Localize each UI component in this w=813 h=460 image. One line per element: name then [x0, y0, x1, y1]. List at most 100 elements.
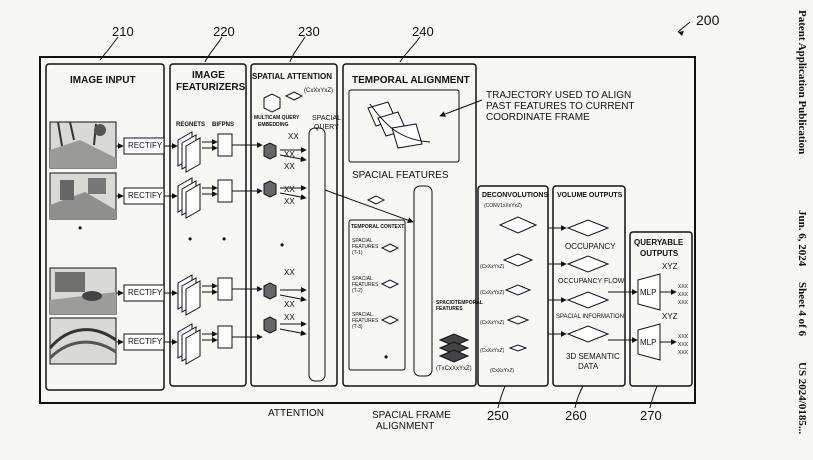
ref-250: 250 [487, 408, 509, 423]
mlp-label-2: MLP [640, 338, 657, 347]
xyz-label-1: XYZ [662, 262, 678, 271]
volume-trays [566, 219, 610, 343]
xxx-label-2: XXX [678, 292, 689, 298]
ref-270: 270 [640, 408, 662, 423]
rectify-label-1: RECTIFY [128, 141, 163, 150]
ref-240: 240 [412, 24, 434, 39]
bifpn-boxes [217, 133, 233, 349]
panel-temporal-alignment [342, 63, 477, 387]
panel-volume-outputs [552, 185, 626, 387]
xxx-label-1: XXX [678, 284, 689, 290]
ref-230: 230 [298, 24, 320, 39]
rectify-label-4: RECTIFY [128, 337, 163, 346]
xx-label-4: XX [284, 185, 295, 194]
title-image-input: IMAGE INPUT [70, 75, 136, 86]
title-queryable-1: QUERYABLE [634, 238, 684, 247]
ellipsis-temporal: • [384, 350, 389, 364]
spacial-frame-caption-1: SPACIAL FRAME [372, 410, 451, 421]
rectify-boxes [123, 137, 165, 351]
trajectory-inset [348, 89, 460, 163]
spacial-feat-t2-label: SPACIAL FEATURES (T-2) [352, 276, 379, 294]
xx-label-8: XX [284, 313, 295, 322]
ellipsis-attention: • [280, 238, 285, 252]
mlp-arrows [660, 289, 677, 345]
temporal-context-label: TEMPORAL CONTEXT [351, 224, 405, 230]
deconv-dims-label-5: (CxXxYxZ) [480, 348, 505, 354]
camera-image-3 [49, 267, 117, 315]
trajectory-pointer [439, 99, 483, 117]
multicam-label-2: EMBEDDING [258, 122, 289, 128]
query-arrows [279, 147, 414, 336]
figure-ref-200: 200 [696, 12, 720, 28]
xxx-label-5: XXX [678, 342, 689, 348]
trajectory-sketch [367, 101, 431, 149]
semantic-label-2: DATA [578, 362, 599, 371]
title-deconvolutions: DECONVOLUTIONS [482, 192, 549, 199]
cxyz-label: (CxXxYxZ) [304, 88, 333, 94]
multicam-label-1: MULTICAM QUERY [254, 115, 300, 121]
spacial-frame-alignment-bar [413, 185, 433, 377]
deconvolution-trays [498, 216, 538, 352]
trajectory-label-2: PAST FEATURES TO CURRENT [486, 101, 635, 112]
spacial-feat-t3-label: SPACIAL FEATURES (T-3) [352, 312, 379, 330]
panel-image-featurizers [169, 63, 247, 387]
patent-type: Patent Application Publication [796, 10, 808, 155]
spatiotemporal-label: SPACIOTEMPORAL FEATURES [436, 300, 483, 312]
mlp-label-1: MLP [640, 288, 657, 297]
spacial-information-label: SPACIAL INFORMATION [556, 314, 624, 320]
xx-label-7: XX [284, 300, 295, 309]
ellipsis-featurizers-2: • [222, 232, 227, 246]
camera-image-1 [49, 121, 117, 169]
rectify-label-3: RECTIFY [128, 288, 163, 297]
txyz-label: (TxCxXxYxZ) [436, 366, 472, 372]
rectify-arrows [116, 143, 178, 345]
xx-label-5: XX [284, 197, 295, 206]
xx-label-3: XX [284, 162, 295, 171]
xxx-label-3: XXX [678, 300, 689, 306]
xx-label-2: XX [284, 150, 295, 159]
title-queryable-2: OUTPUTS [640, 249, 679, 258]
occupancy-label: OCCUPANCY [565, 242, 616, 251]
temporal-cubes [366, 195, 400, 325]
temporal-context-box [348, 219, 406, 371]
trajectory-label-1: TRAJECTORY USED TO ALIGN [486, 90, 632, 101]
outer-frame [39, 56, 696, 404]
title-temporal-alignment: TEMPORAL ALIGNMENT [352, 75, 470, 86]
volume-arrows [548, 225, 638, 343]
title-spatial-attention: SPATIAL ATTENTION [252, 72, 332, 81]
camera-image-2 [49, 172, 117, 220]
panel-queryable-outputs [629, 231, 693, 387]
ref-210: 210 [112, 24, 134, 39]
xxx-label-4: XXX [678, 334, 689, 340]
spatiotemporal-stack [438, 333, 470, 363]
attention-cubes [263, 91, 304, 334]
deconv-dims-label-3: (CxXxYxZ) [480, 290, 505, 296]
panel-spatial-attention [250, 63, 338, 387]
ref-220: 220 [213, 24, 235, 39]
spacial-query-label-1: SPACIAL [312, 115, 342, 122]
deconv-dims-label-6: (CxXxYxZ) [490, 368, 515, 374]
deconv-dims-label: (CONV1xXxYxZ) [484, 203, 522, 209]
deconv-dims-label-4: (CxXxYxZ) [480, 320, 505, 326]
attention-caption: ATTENTION [268, 408, 324, 419]
xyz-label-2: XYZ [662, 312, 678, 321]
trajectory-label-3: COORDINATE FRAME [486, 112, 590, 123]
patent-sheet: Sheet 4 of 6 [796, 282, 808, 337]
xx-label-6: XX [284, 268, 295, 277]
ellipsis-featurizers-1: • [188, 232, 193, 246]
rectify-label-2: RECTIFY [128, 191, 163, 200]
regnet-stacks [177, 131, 201, 365]
panel-image-input [45, 63, 165, 391]
ref-260: 260 [565, 408, 587, 423]
patent-date: Jun. 6, 2024 [796, 210, 808, 267]
occupancy-flow-label: OCCUPANCY FLOW [558, 278, 625, 285]
title-image-featurizers-2: FEATURIZERS [176, 82, 246, 93]
spacial-query-label-2: QUERY [314, 124, 339, 131]
mlp-blocks [637, 273, 661, 361]
spacial-feat-t1-label: SPACIAL FEATURES (T-1) [352, 238, 379, 256]
spacial-features-label: SPACIAL FEATURES [352, 170, 449, 181]
xxx-label-6: XXX [678, 350, 689, 356]
bifpns-label: BIFPNS [212, 122, 235, 128]
featurizer-arrows [202, 139, 263, 343]
